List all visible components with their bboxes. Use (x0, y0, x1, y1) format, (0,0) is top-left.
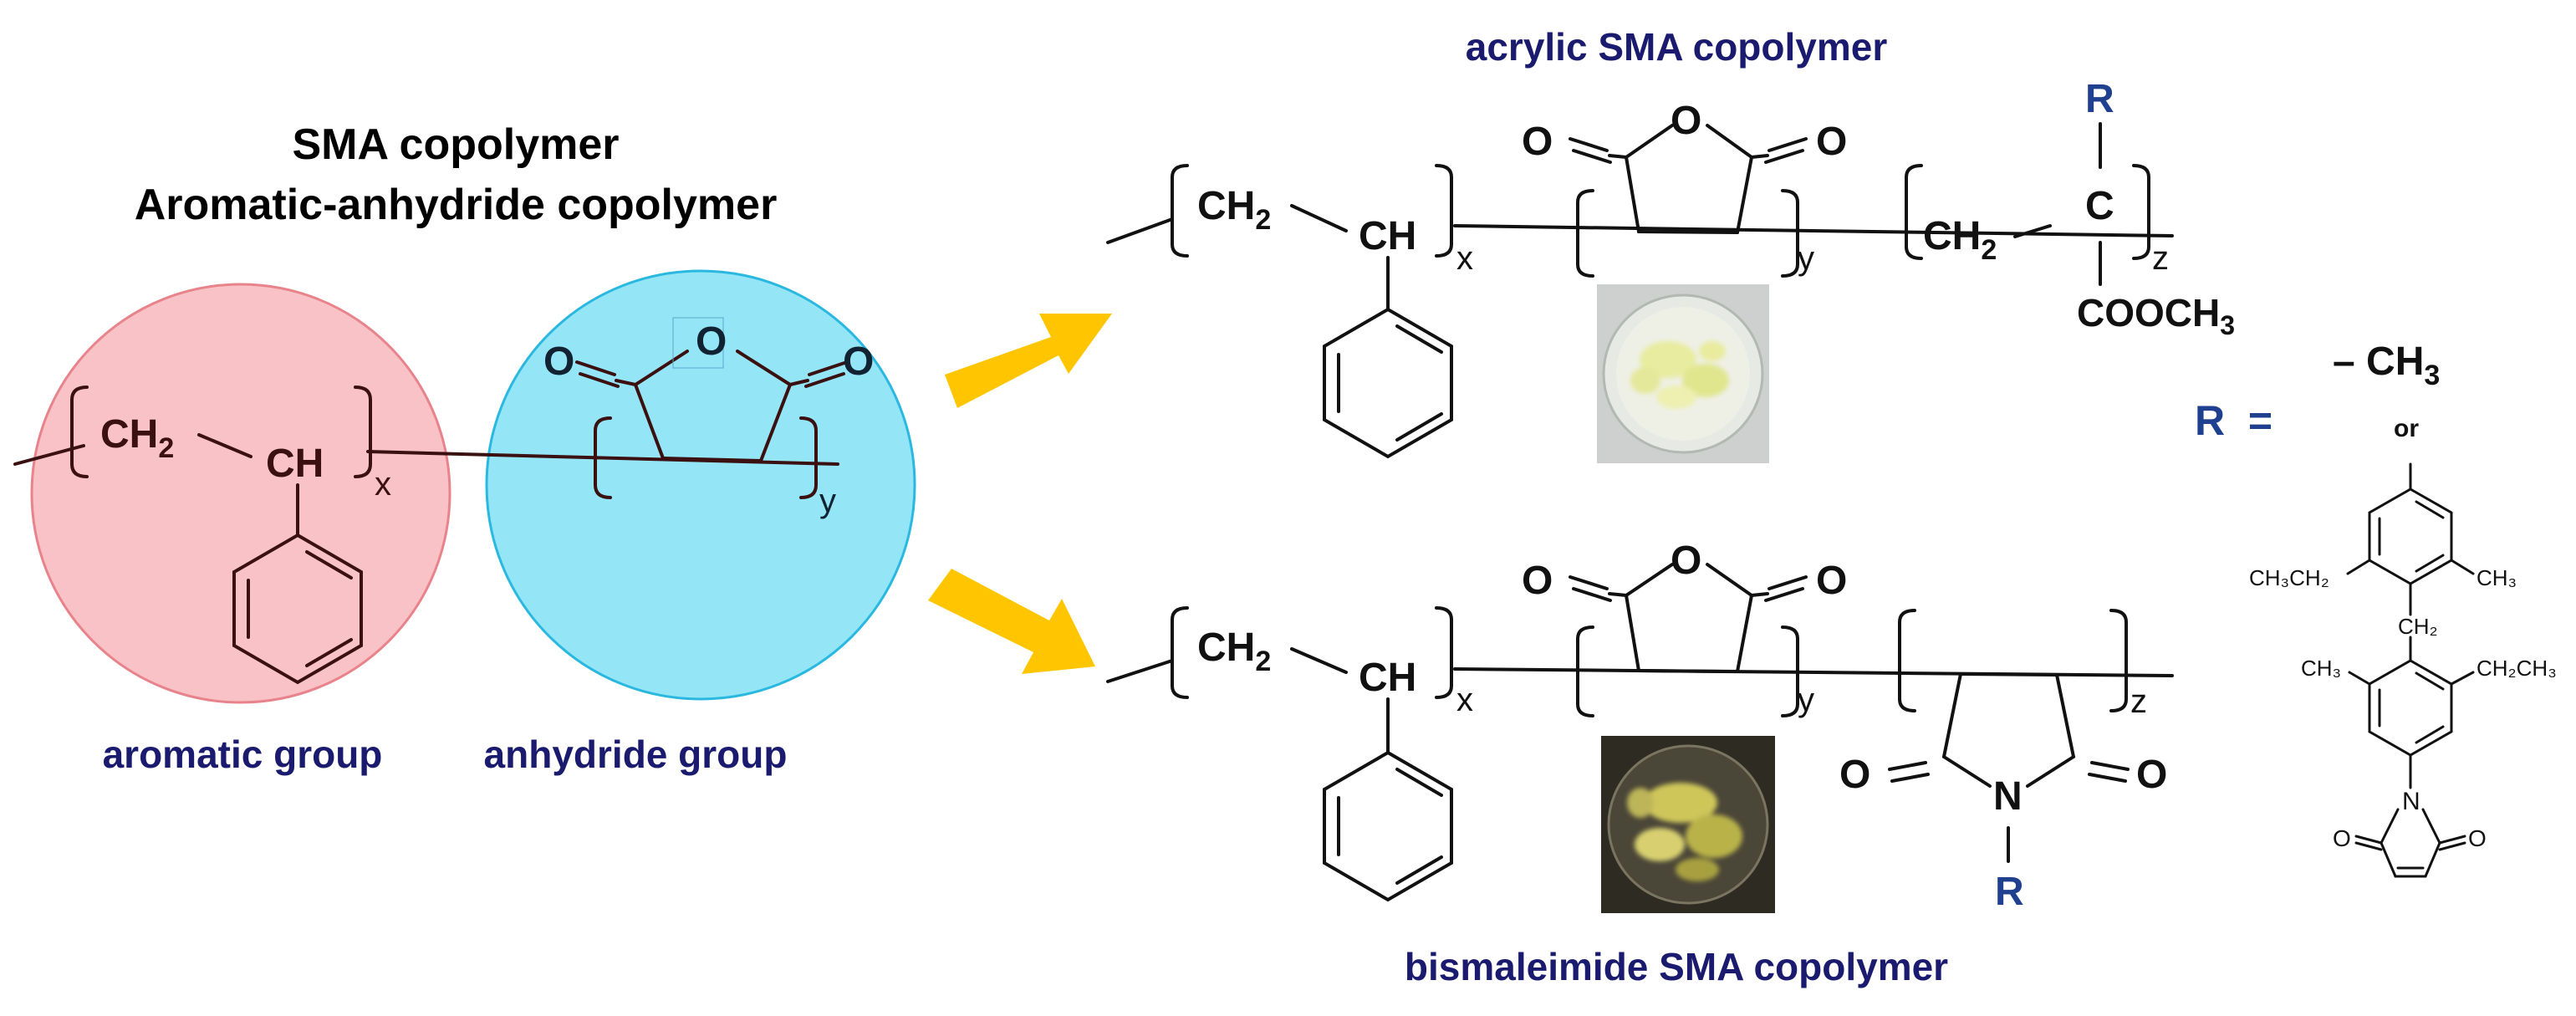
bismaleimide-sample-photo (1601, 736, 1775, 913)
bottom-y-subscript: y (1798, 682, 1814, 718)
left-ch2-label: CH2 (100, 412, 174, 464)
bottom-o-imide-right: O (2136, 753, 2167, 797)
aromatic-circle (30, 283, 451, 704)
top-z-subscript: z (2152, 240, 2169, 277)
top-ch2b-label: CH2 (1923, 214, 1997, 266)
r-o-left: O (2333, 825, 2351, 851)
r-or-label: or (2394, 415, 2419, 442)
r-n-label: N (2402, 788, 2420, 815)
arrow-down-right-icon (928, 569, 1095, 674)
r-ch3-left: CH₃ (2301, 656, 2341, 681)
top-o-ring: O (1671, 99, 1701, 143)
left-y-subscript: y (819, 482, 836, 519)
r-o-right: O (2468, 825, 2487, 851)
anhydride-group-label: anhydride group (484, 733, 788, 776)
bottom-ch-label: CH (1359, 656, 1416, 700)
top-structure: acrylic SMA copolymer (1106, 25, 2235, 463)
bottom-o-right: O (1816, 559, 1847, 603)
bottom-n-label: N (1993, 774, 2023, 819)
bottom-z-subscript: z (2130, 683, 2147, 720)
left-panel: SMA copolymer Aromatic-anhydride copolym… (13, 120, 916, 776)
left-o-right: O (843, 340, 874, 384)
left-structure (13, 350, 849, 685)
top-o-right: O (1816, 120, 1847, 164)
bottom-x-subscript: x (1456, 682, 1473, 718)
left-title-line1: SMA copolymer (292, 120, 619, 169)
r-ch3ch2-left: CH₃CH₂ (2249, 565, 2329, 590)
left-title-line2: Aromatic-anhydride copolymer (135, 181, 778, 229)
top-c-label: C (2085, 184, 2114, 228)
bottom-o-ring: O (1671, 539, 1701, 583)
arrow-up-right-icon (945, 314, 1112, 408)
r-ch2ch3-right: CH₂CH₃ (2477, 656, 2557, 681)
bottom-r-label: R (1995, 870, 2024, 914)
top-x-subscript: x (1456, 240, 1473, 277)
top-r-label: R (2085, 77, 2114, 121)
r-ch3-right: CH₃ (2477, 565, 2517, 590)
r-definition: R = – CH3 or (2195, 340, 2557, 878)
acrylic-sample-photo (1597, 284, 1769, 463)
r-ch2-bridge: CH₂ (2398, 614, 2438, 639)
bottom-ch2-label: CH2 (1197, 625, 1271, 677)
left-x-subscript: x (375, 466, 391, 503)
left-o-ring: O (696, 319, 727, 364)
left-o-left: O (543, 340, 574, 384)
top-title: acrylic SMA copolymer (1466, 25, 1888, 69)
top-y-subscript: y (1798, 240, 1814, 277)
top-ch2-label: CH2 (1197, 184, 1271, 236)
left-ch-label: CH (266, 442, 324, 486)
bottom-title: bismaleimide SMA copolymer (1405, 945, 1948, 988)
r-equals-label: R = (2195, 397, 2272, 444)
top-ch-label: CH (1359, 214, 1416, 258)
aromatic-group-label: aromatic group (103, 733, 383, 776)
top-o-left: O (1522, 120, 1553, 164)
top-cooch3-label: COOCH3 (2077, 291, 2235, 340)
arrows (928, 314, 1112, 674)
bottom-o-left: O (1522, 559, 1553, 603)
bottom-o-imide-left: O (1839, 753, 1870, 797)
bottom-structure: CH2 CH x O O O y z O N O R bismaleimide … (1106, 539, 2174, 988)
r-option-ch3: – CH3 (2333, 340, 2440, 391)
